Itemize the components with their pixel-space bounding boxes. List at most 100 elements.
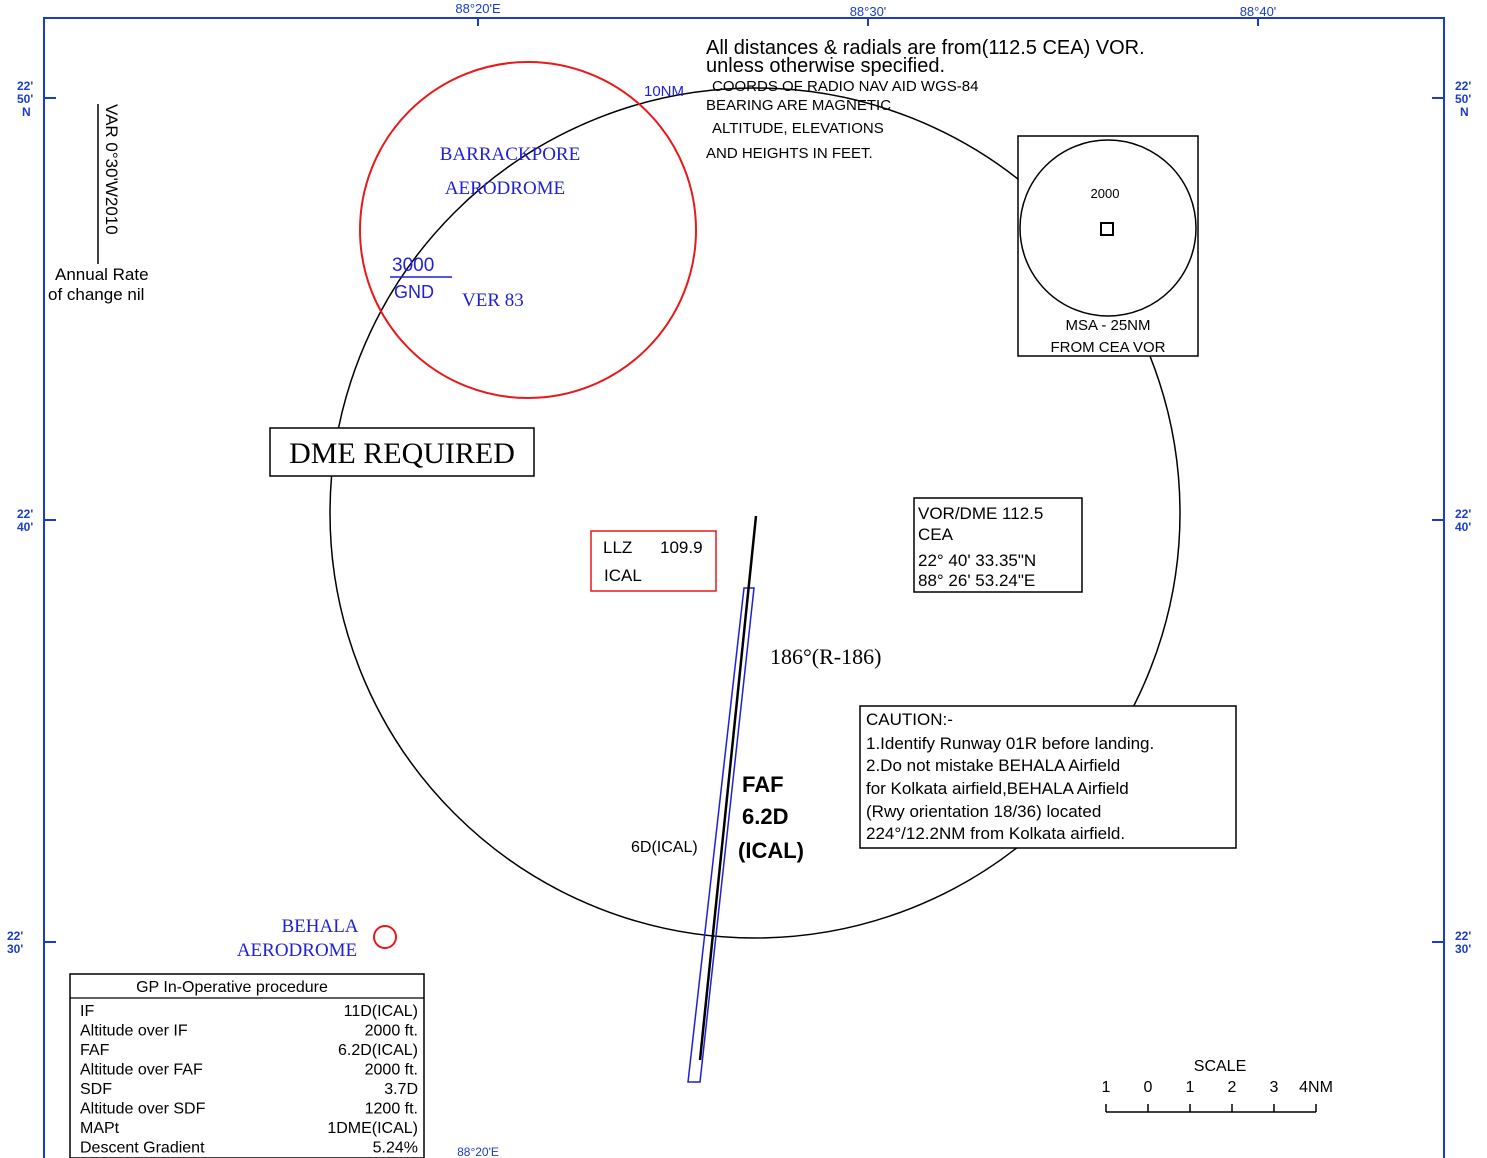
svg-text:All distances & radials are fr: All distances & radials are from(112.5 C… <box>706 37 1145 59</box>
svg-text:22': 22' <box>1455 929 1471 943</box>
gp-row-label: Altitude over FAF <box>80 1062 203 1079</box>
lon-bottom: 88°20'E <box>457 1145 499 1158</box>
faf-ref: (ICAL) <box>738 838 804 863</box>
svg-text:224°/12.2NM from Kolkata airfi: 224°/12.2NM from Kolkata airfield. <box>866 824 1125 843</box>
scale-tick-label: 1 <box>1186 1079 1195 1096</box>
svg-text:40': 40' <box>17 520 33 534</box>
svg-text:30': 30' <box>1455 942 1471 956</box>
svg-text:2.Do not mistake BEHALA Airfie: 2.Do not mistake BEHALA Airfield <box>866 756 1120 775</box>
gp-row-label: IF <box>80 1003 94 1020</box>
scale-tick-label: 0 <box>1144 1079 1153 1096</box>
faf-distance: 6.2D <box>742 804 788 829</box>
dme-required: DME REQUIRED <box>289 437 515 470</box>
svg-text:AND HEIGHTS IN FEET.: AND HEIGHTS IN FEET. <box>706 145 873 162</box>
vor-freq: VOR/DME 112.5 <box>918 504 1043 523</box>
lon-top-1: 88°20'E <box>455 1 501 16</box>
gp-row-value: 11D(ICAL) <box>344 1003 418 1020</box>
final-approach-track <box>698 515 758 1061</box>
scale-tick-label: 3 <box>1270 1079 1279 1096</box>
gp-row-label: SDF <box>80 1081 112 1098</box>
caution-text: CAUTION:- 1.Identify Runway 01R before l… <box>866 710 1154 843</box>
llz-box <box>590 530 717 592</box>
localizer-course <box>687 587 755 1083</box>
gp-row-label: Altitude over IF <box>80 1023 188 1040</box>
10nm-label: 10NM <box>644 83 684 100</box>
chart-frame <box>43 17 1445 1158</box>
msa-box <box>1017 135 1199 357</box>
svg-text:22': 22' <box>17 79 33 93</box>
gp-row-value: 1200 ft. <box>365 1101 418 1118</box>
vor-lon: 88° 26' 53.24"E <box>918 571 1035 590</box>
scale-tick-label: 1 <box>1102 1079 1111 1096</box>
svg-text:1.Identify Runway 01R before l: 1.Identify Runway 01R before landing. <box>866 734 1154 753</box>
msa-title: MSA - 25NM <box>1065 317 1150 334</box>
svg-text:(Rwy orientation 18/36) locate: (Rwy orientation 18/36) located <box>866 802 1101 821</box>
barrackpore-restricted-area <box>359 61 697 399</box>
gp-inoperative-table <box>69 973 425 1158</box>
behala-name-2: AERODROME <box>237 940 357 961</box>
gp-row-label: FAF <box>80 1042 110 1059</box>
scale-tick-label: 4NM <box>1299 1079 1333 1096</box>
llz-type: LLZ <box>603 538 632 557</box>
barrackpore-name-1: BARRACKPORE <box>440 144 580 165</box>
caution-box <box>859 705 1237 849</box>
10nm-ring <box>329 87 1181 939</box>
lat-left-labels: 22'50'N 22'40' 22'30' <box>7 79 33 956</box>
svg-text:50': 50' <box>1455 92 1471 106</box>
svg-text:N: N <box>1460 105 1469 119</box>
svg-text:N: N <box>22 105 31 119</box>
gp-row-label: MAPt <box>80 1120 120 1137</box>
msa-ref: FROM CEA VOR <box>1050 339 1165 356</box>
faf-label: FAF <box>742 772 784 797</box>
vor-symbol <box>1100 222 1114 236</box>
svg-text:for Kolkata airfield,BEHALA Ai: for Kolkata airfield,BEHALA Airfield <box>866 779 1129 798</box>
behala-aerodrome-symbol <box>373 925 397 949</box>
gp-row-label: Descent Gradient <box>80 1140 205 1157</box>
gp-table-title: GP In-Operative procedure <box>136 979 328 996</box>
6d-fix: 6D(ICAL) <box>631 839 698 856</box>
msa-circle <box>1019 139 1197 317</box>
final-course-label: 186°(R-186) <box>770 644 881 669</box>
annual-rate: Annual Rate <box>55 265 149 284</box>
svg-text:22': 22' <box>1455 507 1471 521</box>
barrackpore-ver: VER 83 <box>462 290 524 311</box>
svg-text:22': 22' <box>7 929 23 943</box>
general-notes: All distances & radials are from(112.5 C… <box>706 37 1145 162</box>
lon-top-3: 88°40' <box>1240 4 1277 19</box>
lat-right-labels: 22'50'N 22'40' 22'30' <box>1455 79 1471 956</box>
behala-name-1: BEHALA <box>281 916 358 937</box>
svg-text:COORDS OF RADIO NAV AID WGS-84: COORDS OF RADIO NAV AID WGS-84 <box>712 78 978 95</box>
svg-text:50': 50' <box>17 92 33 106</box>
svg-text:30': 30' <box>7 942 23 956</box>
svg-text:22': 22' <box>1455 79 1471 93</box>
gp-row-value: 2000 ft. <box>365 1023 418 1040</box>
annual-rate-2: of change nil <box>48 285 144 304</box>
svg-text:ALTITUDE, ELEVATIONS: ALTITUDE, ELEVATIONS <box>712 120 884 137</box>
variation: VAR 0°30'W2010 <box>102 104 121 235</box>
gp-table-rows: IF 11D(ICAL) Altitude over IF 2000 ft. FAF 6.… <box>80 1003 418 1157</box>
svg-text:40': 40' <box>1455 520 1471 534</box>
barrackpore-upper-limit: 3000 <box>392 255 434 276</box>
dme-required-box <box>269 427 535 477</box>
gp-row-value: 6.2D(ICAL) <box>338 1042 418 1059</box>
lon-top-2: 88°30' <box>850 4 887 19</box>
svg-text:CAUTION:-: CAUTION:- <box>866 710 953 729</box>
barrackpore-lower-limit: GND <box>394 282 434 302</box>
svg-text:BEARING ARE MAGNETIC: BEARING ARE MAGNETIC <box>706 97 891 114</box>
scale-tick-label: 2 <box>1228 1079 1237 1096</box>
msa-altitude: 2000 <box>1091 186 1120 201</box>
scale-ticks: 1 0 1 2 3 4NM <box>1102 1079 1333 1112</box>
vor-dme-box <box>913 497 1083 593</box>
gp-row-value: 5.24% <box>373 1140 418 1157</box>
scale-title: SCALE <box>1194 1058 1246 1075</box>
svg-text:22': 22' <box>17 507 33 521</box>
gp-row-label: Altitude over SDF <box>80 1101 206 1118</box>
gp-row-value: 3.7D <box>384 1081 418 1098</box>
vor-lat: 22° 40' 33.35"N <box>918 551 1036 570</box>
gp-row-value: 1DME(ICAL) <box>327 1120 418 1137</box>
gp-row-value: 2000 ft. <box>365 1062 418 1079</box>
barrackpore-name-2: AERODROME <box>445 178 565 199</box>
llz-ident: ICAL <box>604 566 642 585</box>
vor-ident: CEA <box>918 525 954 544</box>
